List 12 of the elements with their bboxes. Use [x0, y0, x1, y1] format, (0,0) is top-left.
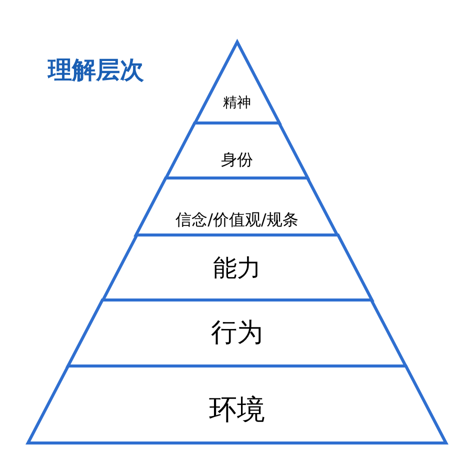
pyramid-layer [166, 123, 308, 178]
layer-label: 行为 [210, 320, 263, 346]
pyramid-layer [102, 235, 372, 300]
layer-label: 环境 [209, 396, 265, 424]
diagram-title: 理解层次 [48, 58, 144, 82]
layer-label: 信念/价值观/规条 [176, 212, 298, 228]
layer-label: 能力 [212, 256, 261, 280]
pyramid-layer [136, 178, 338, 235]
layer-label: 身份 [220, 152, 253, 168]
pyramid-layer [28, 366, 446, 443]
layer-label: 精神 [222, 96, 251, 110]
pyramid-layer [68, 300, 406, 366]
